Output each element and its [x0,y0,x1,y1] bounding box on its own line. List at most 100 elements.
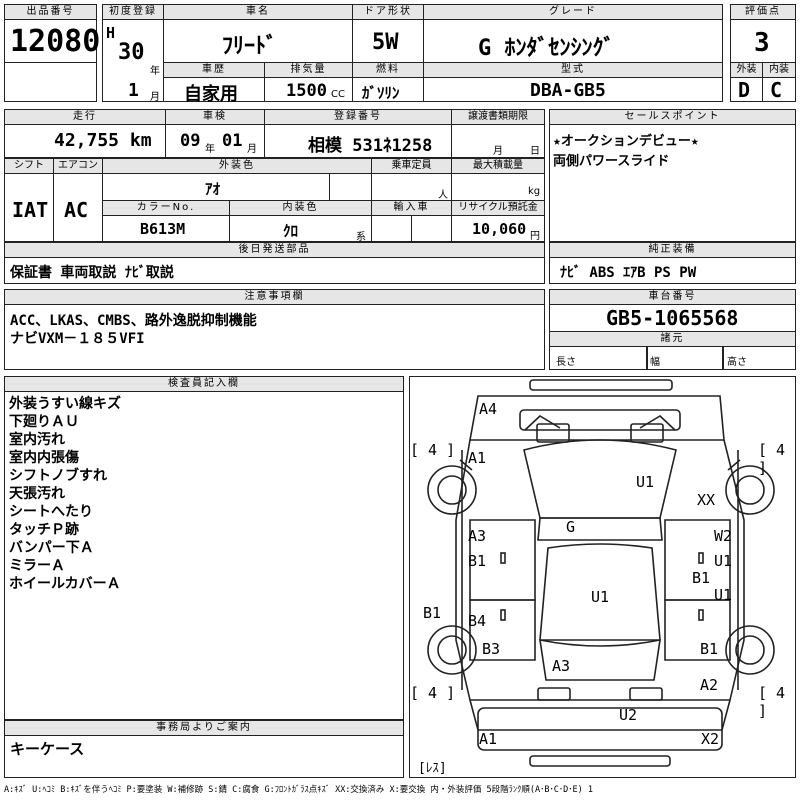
chassis: GB5-1065568 [606,306,739,330]
insp-year-unit: 年 [205,144,215,155]
insp-month-unit: 月 [247,144,257,155]
mileage-label: 走行 [4,109,166,125]
damage-mark: B1 [423,604,442,622]
notice-label: 注意事項欄 [4,289,545,305]
height-label: 高さ [727,357,747,368]
first-reg-label: 初度登録 [102,4,164,20]
shift-label: シフト [4,158,54,174]
damage-mark: B4 [468,612,487,630]
length-label: 長さ [556,357,576,368]
import-box-2 [411,215,452,242]
era: H [106,24,116,42]
damage-mark: A1 [468,449,487,467]
transfer-label: 譲渡書類期限 [451,109,545,125]
model-label: 型式 [423,62,723,78]
insp-year: 09 [180,131,201,151]
equip-label: 純正装備 [549,242,796,258]
color-box-2 [329,173,372,201]
dims-sep-1 [646,346,648,370]
recycle-label: リサイクル預託金 [451,200,545,216]
grade-label: グレード [423,4,723,20]
model-box [423,77,723,102]
legend: A:ｷｽﾞ U:ﾍｺﾐ B:ｷｽﾞを伴うﾍｺﾐ P:要塗装 W:補修跡 S:錆 … [4,785,593,795]
import-label: 輸入車 [371,200,452,216]
disp-unit: CC [331,89,345,100]
damage-mark: A3 [468,527,487,545]
sales-line-1: ★オークションデビュー★ [553,134,699,149]
model: DBA-GB5 [530,80,606,101]
damage-mark: B3 [482,640,501,658]
dims-box [549,346,796,370]
tire-rl-tread: [ 4 ] [410,684,456,702]
note-line: 外装うすい線キズ [9,396,121,412]
tire-fr-tread: [ 4 ] [758,441,786,477]
damage-mark: U2 [619,706,638,724]
inspector-notes: 外装うすい線キズ 下廻りＡＵ 室内汚れ 室内内張傷 シフトノブすれ 天張汚れ シ… [9,395,121,593]
color-no-label: カラーNo. [102,200,230,216]
history: 自家用 [184,84,238,105]
plate-label: 登録番号 [264,109,452,125]
month-unit: 月 [150,92,160,103]
diagram-box [409,376,796,778]
note-line: 室内汚れ [9,432,65,448]
score-label: 評価点 [730,4,796,20]
equip: ﾅﾋﾞ ABS ｴｱB PS PW [560,265,697,281]
door: 5W [372,30,399,55]
plate: 相模 531ﾈ1258 [308,136,433,156]
damage-mark: U1 [714,552,733,570]
lot-number: 12080 [10,24,101,59]
car-diagram [427,379,775,767]
door-label: ドア形状 [352,4,424,20]
import-box [371,215,412,242]
shift: IAT [12,198,49,222]
int-color-label: 内装色 [229,200,372,216]
car-name: ﾌﾘｰﾄﾞ [222,34,278,59]
office-box [4,735,404,778]
transfer-box [451,124,545,158]
damage-mark: A1 [479,730,498,748]
month: 1 [128,80,139,101]
lot-label: 出品番号 [4,4,97,20]
note-line: 下廻りＡＵ [9,414,79,430]
sales-box [549,124,796,242]
equip-box [549,257,796,284]
office-label: 事務局よりご案内 [4,720,404,736]
note-line: ホイールカバーＡ [9,576,121,592]
note-line: シフトノブすれ [9,468,107,484]
later: 保証書 車両取説 ﾅﾋﾞ取説 [10,265,174,281]
int-color: ｸﾛ [283,222,299,240]
int-grade: C [770,78,783,102]
damage-mark: A4 [479,400,498,418]
note-line: シートへたり [9,504,93,520]
note-line: バンパー下Ａ [9,540,94,556]
fuel: ｶﾞｿﾘﾝ [362,84,400,102]
transfer-month: 月 [493,146,503,157]
chassis-label: 車台番号 [549,289,796,305]
ext-label: 外装 [730,62,763,78]
capacity-unit: 人 [438,190,448,201]
office-text: キーケース [10,740,85,758]
damage-mark: G [566,518,576,536]
damage-mark: B1 [468,552,487,570]
dims-label: 諸元 [549,331,796,347]
damage-mark: U1 [591,588,610,606]
damage-mark: B1 [692,569,711,587]
transfer-day: 日 [530,146,540,157]
width-label: 幅 [650,357,660,368]
load-unit: kg [528,186,541,197]
insp-month: 01 [222,131,243,151]
note-line: ミラーＡ [9,558,65,574]
ext-grade: D [738,78,751,102]
notice-line-1: ACC、LKAS、CMBS、路外逸脱抑制機能 [10,313,257,329]
dims-sep-2 [722,346,724,370]
int-color-unit: 系 [356,232,366,243]
color: ｱｵ [205,180,221,198]
int-box [762,77,796,102]
score: 3 [754,28,770,58]
capacity-label: 乗車定員 [371,158,452,174]
color-label: 外装色 [102,158,372,174]
ac-label: エアコン [53,158,103,174]
damage-mark: W2 [714,527,733,545]
year: 30 [118,40,145,65]
tire-fl-tread: [ 4 ] [410,441,456,459]
